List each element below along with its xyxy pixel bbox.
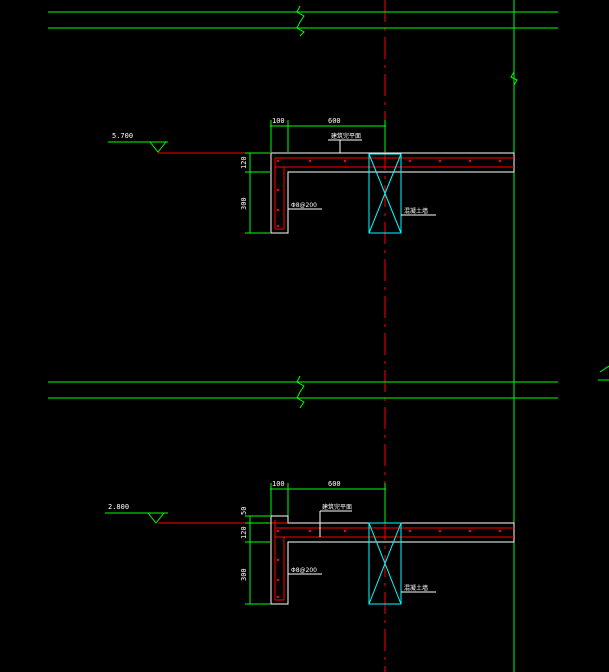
slab-edge-outline — [270, 152, 515, 234]
elevation-label: 5.700 — [112, 132, 133, 140]
floor-surface-label: 建筑完平面 — [322, 503, 352, 511]
slab-edge-outline — [270, 515, 515, 605]
break-symbol — [296, 391, 305, 409]
wall-label: 混凝土墙 — [404, 207, 428, 215]
wall-section — [368, 153, 402, 234]
vertical-break-mark — [510, 71, 518, 86]
break-lines-middle — [48, 375, 558, 409]
dimension-50: 50 — [240, 507, 248, 515]
rebar-label: Φ8@200 — [291, 202, 317, 209]
axis-lines — [384, 0, 609, 672]
rebar-dots — [276, 159, 502, 228]
break-lines-top — [48, 5, 558, 37]
dimension-100: 100 — [272, 480, 285, 488]
dimension-300: 300 — [240, 568, 248, 581]
dimension-120: 120 — [240, 526, 248, 539]
detail-lower: 2.800 100 600 50 120 300 — [105, 480, 515, 605]
dimension-600: 600 — [328, 117, 341, 125]
edge-tick — [599, 365, 609, 373]
elevation-label: 2.800 — [108, 503, 129, 511]
dimension-120: 120 — [240, 156, 248, 169]
rebar-label: Φ8@200 — [291, 567, 317, 574]
wall-section — [368, 522, 402, 605]
rebar-dots — [276, 529, 502, 599]
detail-upper: 5.700 100 600 120 300 — [108, 117, 515, 234]
break-symbol — [296, 375, 305, 393]
floor-surface-label: 建筑完平面 — [331, 132, 361, 140]
dimension-300: 300 — [240, 197, 248, 210]
break-symbol — [296, 5, 305, 23]
dimension-600: 600 — [328, 480, 341, 488]
elevation-triangle — [149, 141, 167, 153]
wall-cross — [368, 153, 402, 234]
dimension-100: 100 — [272, 117, 285, 125]
elevation-triangle — [147, 512, 165, 524]
wall-label: 混凝土墙 — [404, 584, 428, 592]
wall-cross — [368, 522, 402, 605]
break-symbol — [296, 21, 305, 37]
